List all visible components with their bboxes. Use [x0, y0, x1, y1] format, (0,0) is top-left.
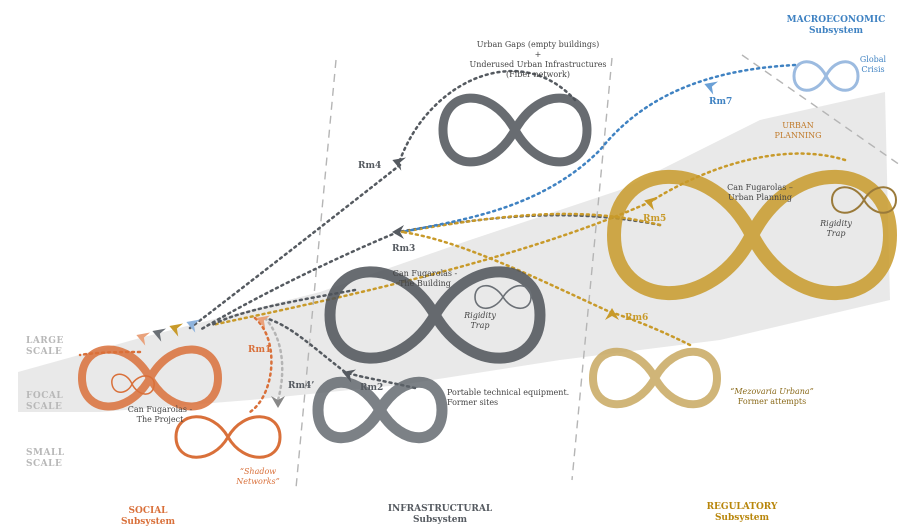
urban-planning-title-1: URBAN [782, 121, 813, 130]
urban-planning-1: Can Fugarolas – [727, 183, 793, 192]
regulatory-title: REGULATORY [707, 502, 778, 512]
infra-title: INFRASTRUCTURAL [388, 504, 493, 514]
building-rigidity-2: Trap [470, 321, 489, 330]
loop-mezovaria [593, 352, 717, 405]
planning-rigidity-1: Rigidity [819, 219, 852, 228]
rm4-label: Rm4 [358, 161, 381, 171]
scale-small-1: SMALL [26, 448, 65, 458]
loop-urban-gaps [443, 98, 587, 162]
social-title: SOCIAL [128, 506, 168, 516]
loop-global-crisis [794, 62, 858, 91]
rm4-chevron [390, 153, 406, 170]
rm5-label: Rm5 [643, 214, 666, 224]
urban-gaps-4: (Fiber network) [506, 70, 570, 79]
shadow-2: Networks” [235, 477, 279, 486]
global-crisis-1: Global [860, 55, 887, 64]
loop-shadow-networks [176, 417, 280, 458]
rm2-label: Rm2 [360, 383, 383, 393]
path-rm4 [400, 71, 575, 160]
scale-large-1: LARGE [26, 336, 64, 346]
planning-rigidity-2: Trap [826, 229, 845, 238]
regulatory-sub: Subsystem [715, 513, 770, 523]
rm1-label: Rm1 [248, 345, 271, 355]
macro-title: MACROECONOMIC [787, 15, 886, 25]
rm3-label: Rm3 [392, 244, 415, 254]
portable-1: Portable technical equipment. [447, 388, 569, 397]
infra-sub: Subsystem [413, 515, 468, 525]
mezovaria-1: “Mezovaria Urbana” [730, 387, 814, 396]
scale-focal-1: FOCAL [26, 391, 63, 401]
global-crisis-2: Crisis [861, 65, 884, 74]
scale-large-2: SCALE [26, 347, 62, 357]
building-rigidity-1: Rigidity [463, 311, 496, 320]
shadow-1: “Shadow [240, 467, 276, 476]
building-2: The Building [399, 279, 451, 288]
macro-sub: Subsystem [809, 26, 864, 36]
urban-planning-2: Urban Planning [728, 193, 792, 202]
project-2: The Project [137, 415, 184, 424]
rm6-label: Rm6 [625, 313, 648, 323]
social-sub: Subsystem [121, 517, 176, 527]
rm4p-label: Rm4’ [288, 381, 314, 391]
rm7-label: Rm7 [709, 97, 732, 107]
building-1: Can Fugarolas - [393, 269, 458, 278]
scale-focal-2: SCALE [26, 402, 62, 412]
urban-gaps-3: Underused Urban Infrastructures [469, 60, 606, 69]
urban-gaps-2: + [535, 50, 542, 59]
portable-2: Former sites [447, 398, 498, 407]
mezovaria-2: Former attempts [738, 397, 806, 406]
urban-gaps-1: Urban Gaps (empty buildings) [477, 40, 600, 49]
scale-small-2: SCALE [26, 459, 62, 469]
urban-planning-title-2: PLANNING [774, 131, 821, 140]
project-1: Can Fugarolas - [128, 405, 193, 414]
